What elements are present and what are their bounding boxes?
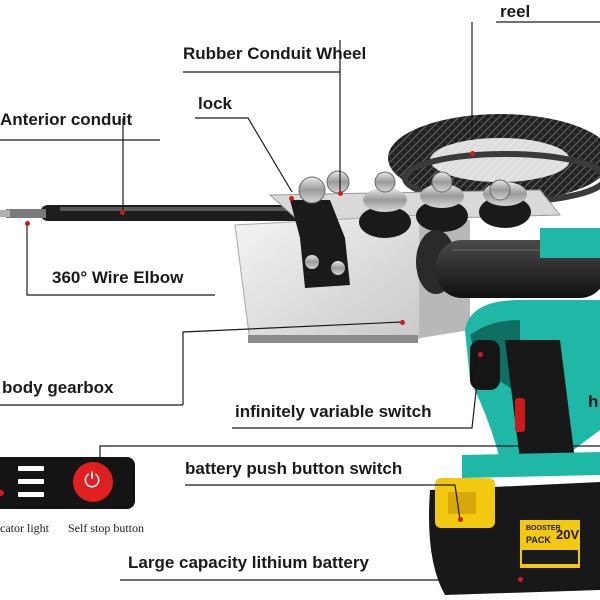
label-battery-push-button: battery push button switch: [185, 459, 403, 478]
label-rubber-conduit-wheel: Rubber Conduit Wheel: [183, 44, 367, 63]
self-stop-button[interactable]: [73, 462, 113, 502]
label-lock: lock: [198, 94, 233, 113]
lock: [290, 176, 350, 288]
label-variable-switch: infinitely variable switch: [235, 402, 432, 421]
label-wire-elbow: 360° Wire Elbow: [52, 268, 184, 287]
battery-print-pack: PACK: [526, 535, 551, 545]
battery-print-voltage: 20V: [556, 527, 580, 542]
lock-dot: [289, 196, 294, 201]
wheel-dot: [338, 191, 343, 196]
battery-print-booster: BOOSTER: [526, 525, 561, 532]
label-body-gearbox: body gearbox: [2, 378, 114, 397]
label-anterior-conduit: Anterior conduit: [0, 110, 133, 129]
anterior-conduit: [0, 205, 340, 221]
rubber-conduit-wheels: [326, 170, 531, 238]
indicator-bar-2: [18, 479, 44, 484]
indicator-bar-3: [18, 492, 44, 497]
battery-button-dot: [458, 517, 463, 522]
switch-dot: [478, 352, 483, 357]
indicator-bar-1: [18, 466, 44, 471]
label-handle-partial: h: [588, 392, 599, 411]
reel-dot: [470, 151, 475, 156]
gearbox-dot: [400, 320, 405, 325]
caption-self-stop-button: Self stop button: [68, 521, 145, 535]
label-reel: reel: [500, 2, 531, 21]
power-icon: ⏻: [84, 468, 100, 492]
drill-body: [465, 228, 600, 460]
elbow-dot: [25, 221, 30, 226]
caption-indicator-light: cator light: [0, 521, 49, 535]
indicator-led: [0, 490, 4, 496]
battery-dot: [518, 577, 523, 582]
battery: [429, 452, 600, 595]
label-lithium-battery: Large capacity lithium battery: [128, 553, 369, 572]
conduit-dot: [120, 210, 125, 215]
